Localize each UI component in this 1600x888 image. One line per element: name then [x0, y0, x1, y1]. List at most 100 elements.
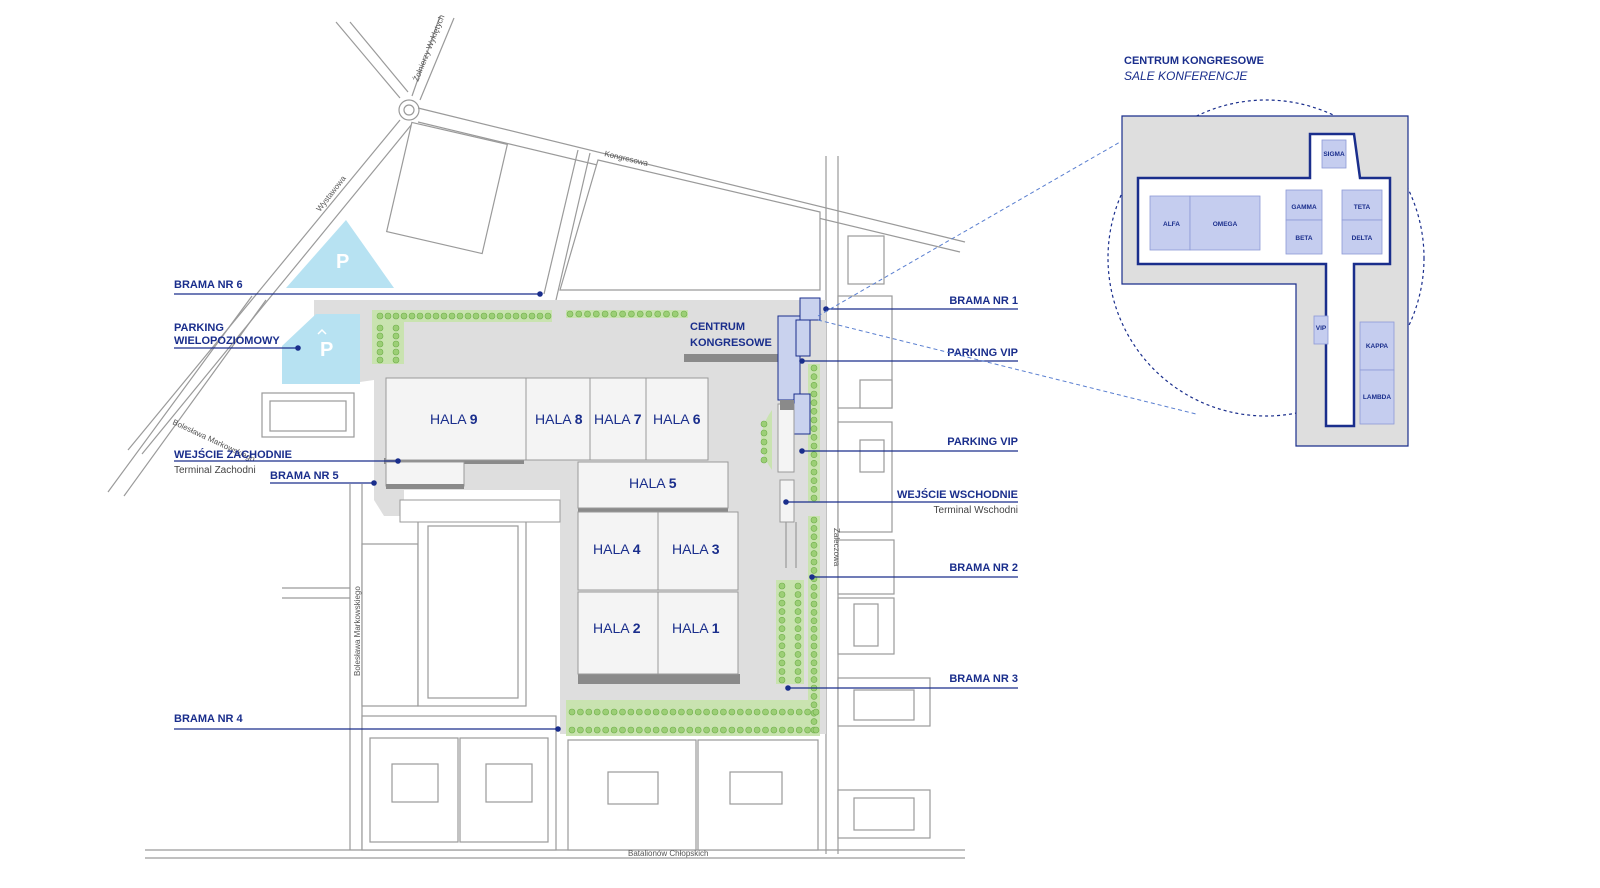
hall-7[interactable]: [589, 377, 647, 461]
tree: [810, 442, 818, 450]
tree: [810, 718, 818, 725]
tree: [720, 726, 727, 734]
tree: [392, 348, 400, 356]
tree: [654, 310, 662, 318]
room-kappa-label: KAPPA: [1366, 343, 1389, 350]
tree: [778, 591, 786, 598]
parking-multilevel[interactable]: [282, 314, 360, 384]
tree: [794, 676, 802, 684]
label-wejscie-zachodnie[interactable]: WEJŚCIE ZACHODNIE: [174, 448, 292, 461]
label-brama-3[interactable]: BRAMA NR 3: [949, 673, 1018, 685]
tree: [794, 591, 802, 598]
room-sigma[interactable]: [1321, 139, 1347, 169]
room-omega[interactable]: [1189, 195, 1261, 251]
tree: [778, 642, 786, 650]
hall-6[interactable]: [645, 377, 709, 461]
tree: [593, 726, 601, 734]
tree: [619, 310, 626, 318]
tree: [520, 312, 528, 320]
hall-1[interactable]: [657, 591, 739, 675]
hall-4-label: HALA 4: [593, 541, 641, 557]
label-brama-1[interactable]: BRAMA NR 1: [949, 295, 1018, 307]
tree: [770, 708, 778, 716]
tree: [810, 516, 818, 524]
tree: [472, 312, 480, 320]
tree: [376, 324, 384, 332]
room-alfa[interactable]: [1149, 195, 1191, 251]
room-delta[interactable]: [1341, 219, 1383, 255]
room-beta-label: BETA: [1295, 235, 1313, 242]
parking-lot-north[interactable]: [286, 220, 394, 288]
tree: [778, 582, 786, 590]
hall-3[interactable]: [657, 511, 739, 591]
tree: [810, 642, 818, 650]
tree: [512, 312, 520, 320]
tree: [392, 332, 400, 340]
label-brama-4[interactable]: BRAMA NR 4: [174, 713, 244, 725]
tree: [384, 312, 392, 320]
tree: [392, 324, 400, 332]
label-terminal-wschodni: Terminal Wschodni: [934, 505, 1018, 516]
tree: [584, 310, 591, 318]
tree: [424, 312, 432, 320]
tree: [711, 708, 719, 716]
hall-4[interactable]: [577, 511, 659, 591]
label-brama-6[interactable]: BRAMA NR 6: [174, 279, 243, 291]
tree: [810, 583, 818, 591]
tree: [762, 726, 769, 734]
congress-centre-site[interactable]: CENTRUM KONGRESOWE: [684, 297, 821, 523]
tree: [760, 429, 768, 437]
tree: [778, 668, 786, 675]
hall-6-label: HALA 6: [653, 411, 701, 427]
hall-west-annex: [385, 461, 465, 487]
hall-7-label: HALA 7: [594, 411, 642, 427]
parking-multilevel-icon: P: [320, 339, 333, 361]
tree: [577, 708, 584, 716]
hall-2-label: HALA 2: [593, 620, 641, 636]
room-lambda[interactable]: [1359, 369, 1395, 425]
room-beta[interactable]: [1285, 219, 1323, 255]
label-brama-5[interactable]: BRAMA NR 5: [270, 470, 339, 482]
tree: [810, 676, 818, 683]
tree: [810, 659, 818, 667]
tree: [593, 708, 601, 716]
hall-5[interactable]: [577, 461, 729, 509]
tree: [810, 425, 818, 433]
tree: [619, 708, 626, 716]
label-parking-vip-2[interactable]: PARKING VIP: [947, 436, 1018, 448]
tree: [703, 726, 710, 734]
room-alfa-label: ALFA: [1163, 221, 1180, 228]
tree: [645, 310, 653, 318]
tree: [794, 659, 802, 667]
tree: [585, 708, 593, 716]
tree: [787, 708, 795, 716]
room-vip[interactable]: [1313, 315, 1329, 345]
tree: [652, 726, 660, 734]
label-parking-multi-2[interactable]: WIELOPOZIOMOWY: [174, 335, 280, 347]
label-parking-vip-1[interactable]: PARKING VIP: [947, 347, 1018, 359]
tree: [778, 651, 786, 658]
tree: [464, 312, 472, 320]
tree: [663, 310, 670, 318]
hall-9[interactable]: [385, 377, 527, 461]
tree: [778, 608, 786, 615]
room-kappa[interactable]: [1359, 321, 1395, 371]
label-parking-multi-1[interactable]: PARKING: [174, 322, 224, 334]
tree: [794, 582, 802, 590]
hall-2[interactable]: [577, 591, 659, 675]
tree: [804, 708, 811, 716]
label-brama-2[interactable]: BRAMA NR 2: [949, 562, 1018, 574]
street-batalionow: Batalionów Chłopskich: [628, 849, 709, 858]
room-gamma-label: GAMMA: [1291, 204, 1317, 211]
tree: [376, 356, 384, 364]
tree: [810, 625, 818, 633]
parking-icon: P: [336, 251, 349, 273]
tree: [794, 616, 802, 624]
room-teta[interactable]: [1341, 189, 1383, 221]
tree: [661, 708, 668, 716]
tree: [601, 310, 609, 318]
label-wejscie-wschodnie[interactable]: WEJŚCIE WSCHODNIE: [897, 488, 1018, 501]
greenery: [372, 310, 820, 736]
tree: [770, 726, 778, 734]
tree: [635, 708, 643, 716]
